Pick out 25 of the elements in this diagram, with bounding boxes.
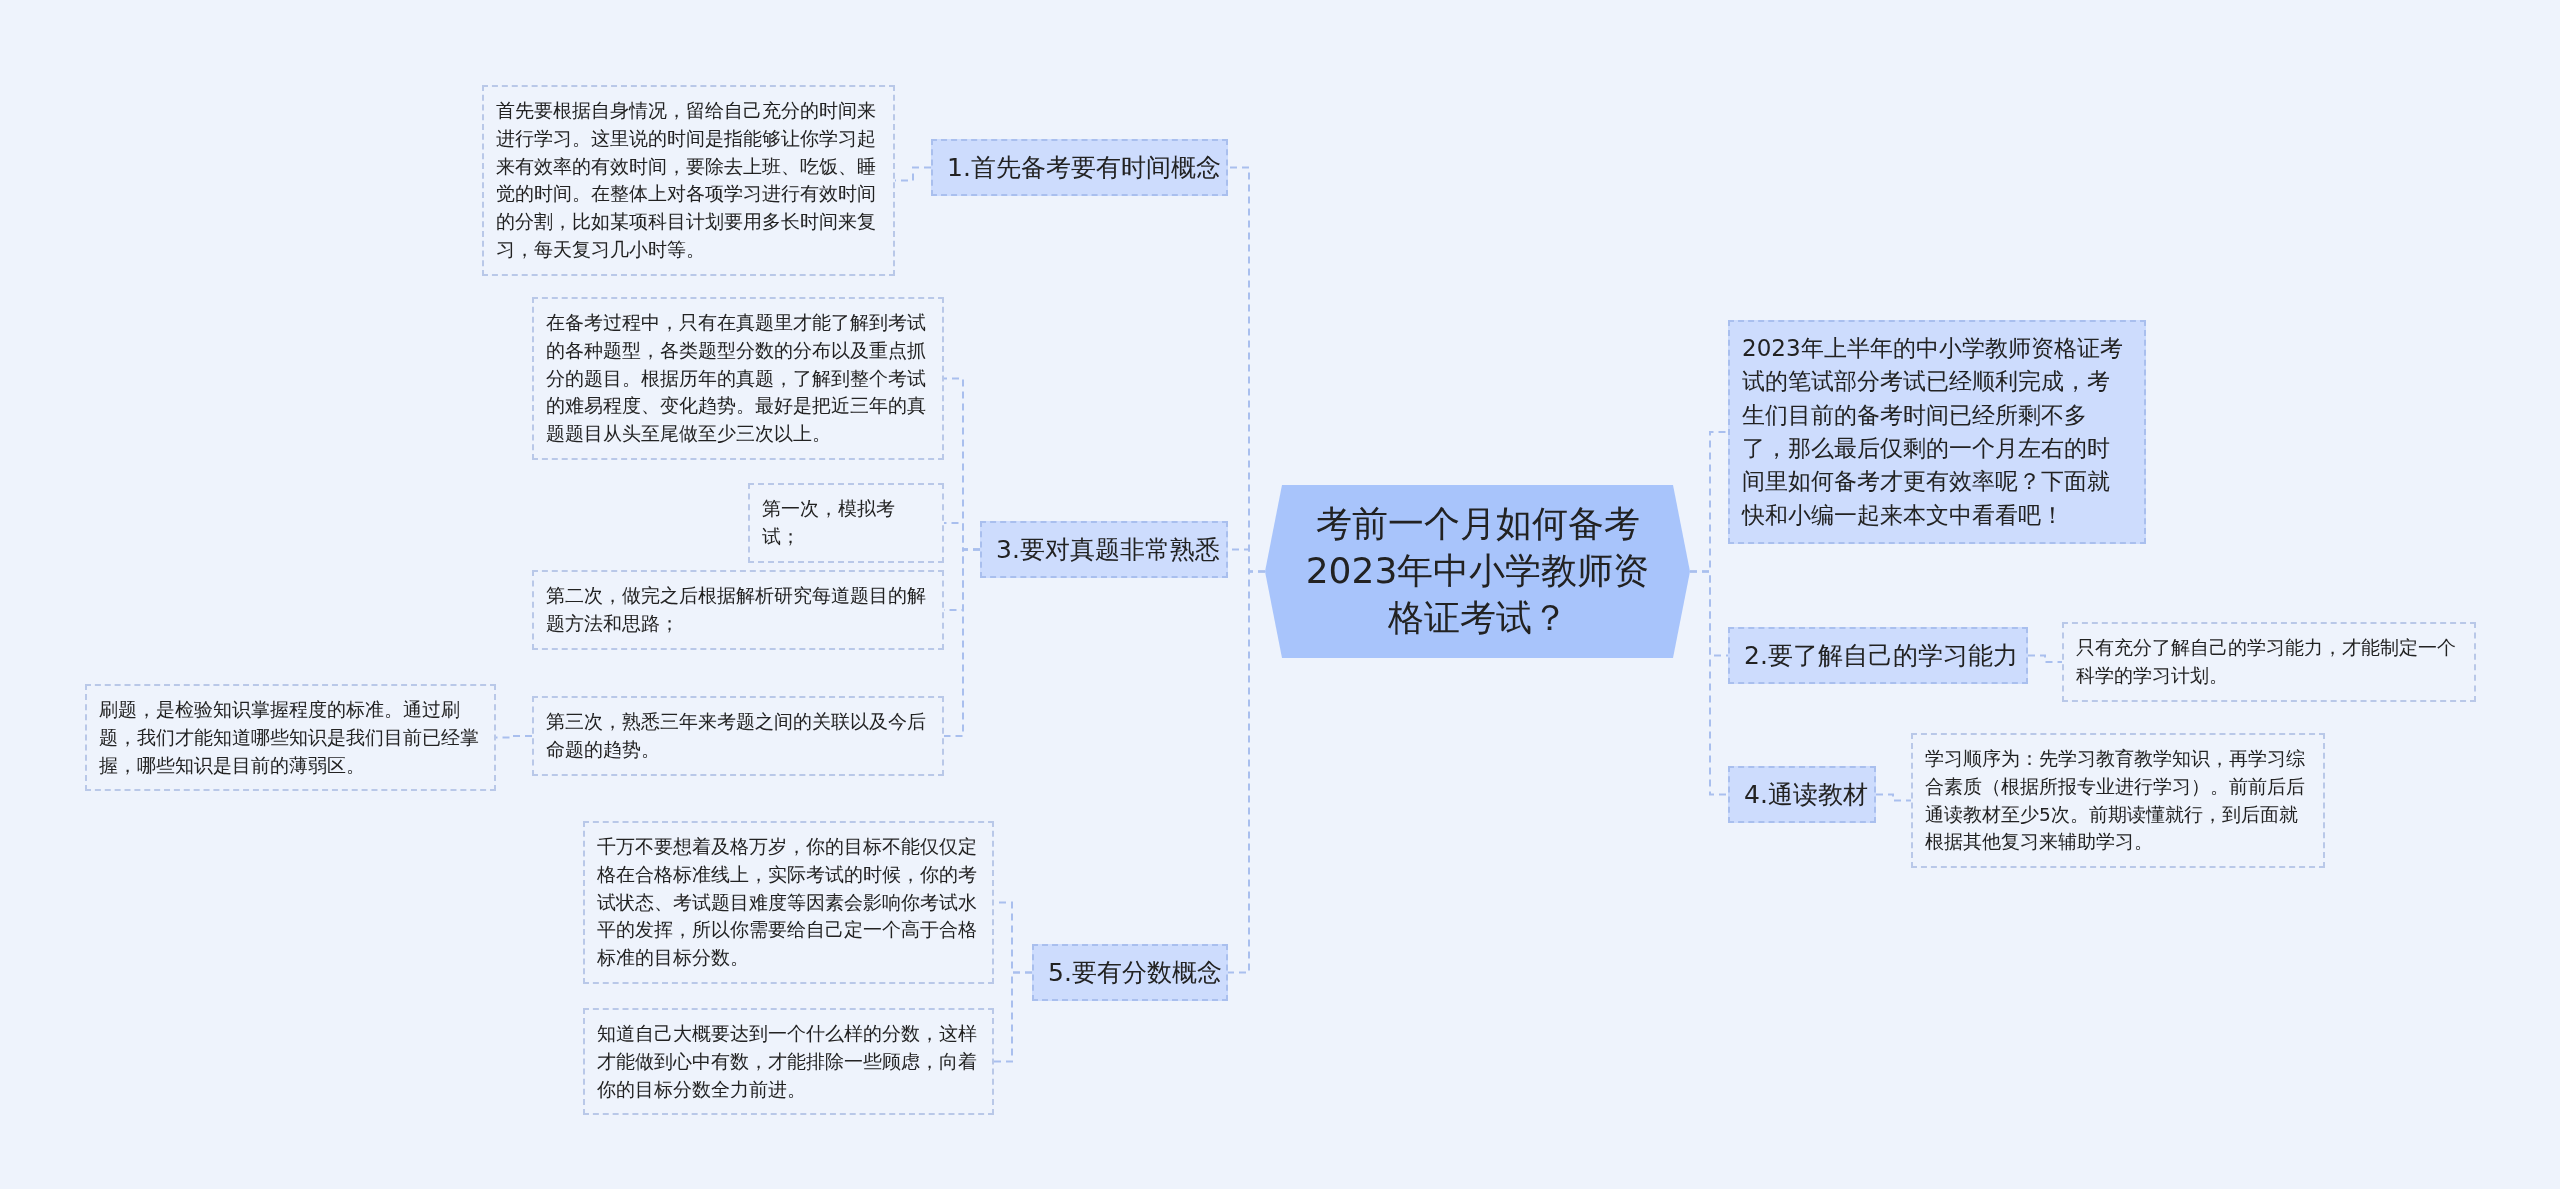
note-box: 第二次，做完之后根据解析研究每道题目的解题方法和思路； [532,570,944,650]
topic-hexagon: 考前一个月如何备考2023年中小学教师资格证考试？ [1265,485,1690,658]
note-box: 千万不要想着及格万岁，你的目标不能仅仅定格在合格标准线上，实际考试的时候，你的考试状态、考试题目难度等因素会影响你考试水平的发挥，所以你需要给自己定一个高于合格标准的目标分数。 [583,821,994,984]
branch-box: 4.通读教材 [1728,766,1876,823]
note-box: 学习顺序为：先学习教育教学知识，再学习综合素质（根据所报专业进行学习）。前前后后通读教材至少5次。前期读懂就行，到后面就根据其他复习来辅助学习。 [1911,733,2325,868]
connector [495,735,533,739]
connector [894,166,932,182]
note-box: 在备考过程中，只有在真题里才能了解到考试的各种题型，各类题型分数的分布以及重点抓分的题目。根据历年的真题，了解到整个考试的难易程度、变化趋势。最好是把近三年的真题题目从头至尾做至少三次以上。 [532,297,944,460]
branch-box: 3.要对真题非常熟悉 [980,521,1228,578]
note-box: 刷题，是检验知识掌握程度的标准。通过刷题，我们才能知道哪些知识是我们目前已经掌握，哪些知识是目前的薄弱区。 [85,684,496,792]
branch-box: 1.首先备考要有时间概念 [931,139,1228,196]
connector [1689,570,1729,796]
connector [2027,654,2063,663]
note-box: 第三次，熟悉三年来考题之间的关联以及今后命题的趋势。 [532,696,944,776]
intro-box: 2023年上半年的中小学教师资格证考试的笔试部分考试已经顺利完成，考生们目前的备考时间已经所剩不多了，那么最后仅剩的一个月左右的时间里如何备考才更有效率呢？下面就快和小编一起来本文中看看吧！ [1728,320,2146,545]
branch-box: 2.要了解自己的学习能力 [1728,627,2028,684]
branch-box: 5.要有分数概念 [1032,944,1228,1001]
connector [943,548,981,737]
note-box: 第一次，模拟考试； [748,483,944,563]
note-box: 知道自己大概要达到一个什么样的分数，这样才能做到心中有数，才能排除一些顾虑，向着你的目标分数全力前进。 [583,1008,994,1116]
note-box: 首先要根据自身情况，留给自己充分的时间来进行学习。这里说的时间是指能够让你学习起来有效率的有效时间，要除去上班、吃饭、睡觉的时间。在整体上对各项学习进行有效时间的分割，比如某项科目计划要用多长时间来复习，每天复习几小时等。 [482,85,895,276]
note-box: 只有充分了解自己的学习能力，才能制定一个科学的学习计划。 [2062,622,2476,702]
connector [1227,570,1266,974]
connector [993,971,1033,1063]
connector [1875,793,1912,802]
